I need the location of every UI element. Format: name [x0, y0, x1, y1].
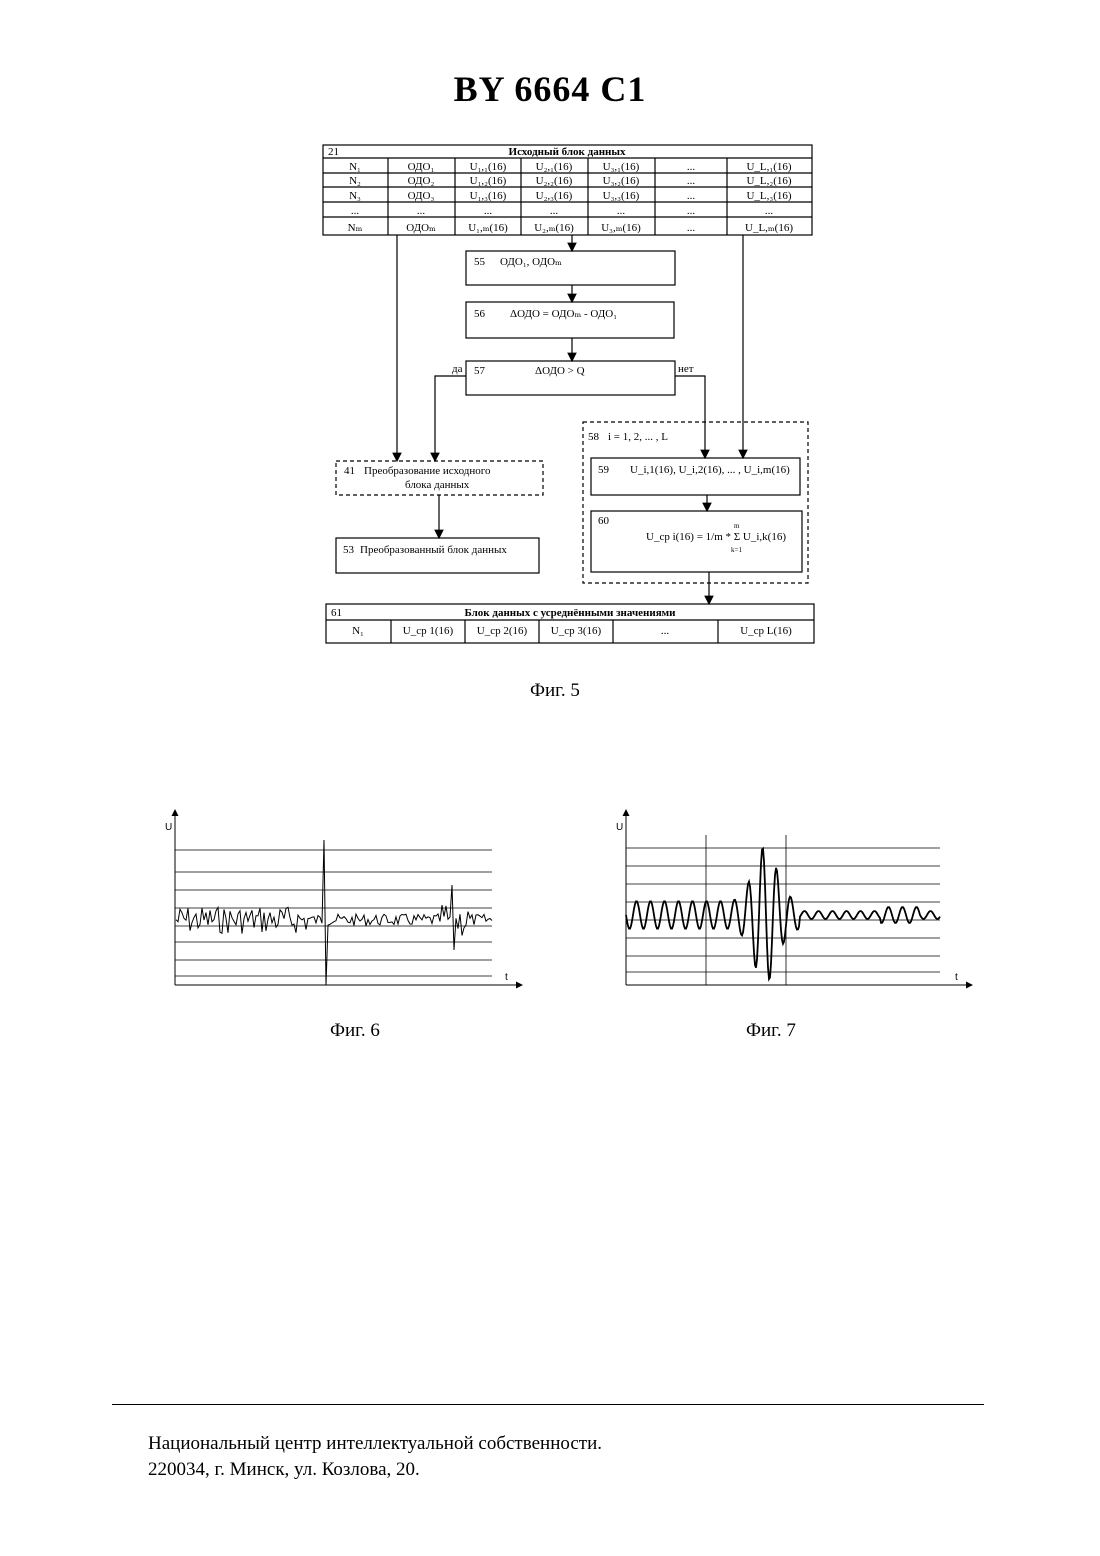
table-21-cell: U_L,₁(16) — [746, 161, 791, 173]
table-21-cell: ОДО₃ — [408, 190, 435, 202]
table-21-cell: U₁,₂(16) — [470, 175, 507, 187]
block-56-number: 56 — [474, 308, 486, 320]
block-58-text: i = 1, 2, ... , L — [608, 431, 668, 443]
table-61-number: 61 — [331, 607, 342, 619]
table-21-cell: ... — [617, 205, 626, 217]
table-61-cell: ... — [661, 625, 670, 637]
block-56-text: ΔОДО = ОДОₘ - ОДО₁ — [510, 308, 617, 320]
table-61-cell: U_cp L(16) — [740, 625, 792, 637]
table-21-cell: N₃ — [349, 190, 361, 202]
table-21-cell: ... — [417, 205, 426, 217]
block-58-loop — [583, 422, 808, 583]
table-21-cell: ОДО₁ — [408, 161, 435, 173]
table-21-cell: ОДОₘ — [406, 222, 436, 234]
fig6-caption: Фиг. 6 — [330, 1020, 380, 1042]
table-21-cell: U_L,₂(16) — [746, 175, 791, 187]
table-21-title: Исходный блок данных — [509, 146, 626, 158]
table-21-cell: U_L,ₘ(16) — [745, 222, 793, 234]
table-21-cell: U₃,₃(16) — [603, 190, 640, 202]
table-21-cell: N₁ — [349, 161, 361, 173]
footer-divider — [112, 1404, 984, 1405]
table-21-cell: ... — [687, 161, 696, 173]
table-21-cell: U₂,₂(16) — [536, 175, 573, 187]
block-60-sum-bottom: k=1 — [731, 546, 742, 554]
table-21-cell: ... — [687, 222, 696, 234]
block-53-number: 53 — [343, 544, 355, 556]
block-60-sum-top: m — [734, 522, 740, 530]
fig7-signal — [626, 849, 940, 979]
block-60-number: 60 — [598, 515, 610, 527]
fig5-caption: Фиг. 5 — [530, 680, 580, 702]
table-21-cell: U₃,₁(16) — [603, 161, 640, 173]
table-21-cell: U₂,ₘ(16) — [534, 222, 574, 234]
block-55-text: ОДО₁, ОДОₘ — [500, 256, 562, 268]
block-53-text: Преобразованный блок данных — [360, 544, 507, 556]
fig7-caption: Фиг. 7 — [746, 1020, 796, 1042]
table-21-number: 21 — [328, 146, 339, 158]
table-21-cell: U₂,₁(16) — [536, 161, 573, 173]
fig6-x-axis-label: t — [505, 972, 508, 983]
footer-line-2: 220034, г. Минск, ул. Козлова, 20. — [148, 1459, 420, 1481]
fig7-y-axis-label: U — [616, 822, 623, 833]
table-21-cell: Nₘ — [348, 222, 363, 234]
block-41-line2: блока данных — [405, 479, 470, 491]
table-21-cell: ... — [351, 205, 360, 217]
table-21-cell: U₃,ₘ(16) — [601, 222, 641, 234]
block-60-formula: U_cp i(16) = 1/m * Σ U_i,k(16) — [646, 531, 786, 543]
fig6-y-axis-label: U — [165, 822, 172, 833]
table-21-cell: ... — [484, 205, 493, 217]
table-61-cell: N₁ — [352, 625, 364, 637]
table-21-cell: N₂ — [349, 175, 361, 187]
block-59-text: U_i,1(16), U_i,2(16), ... , U_i,m(16) — [630, 464, 790, 476]
block-59-number: 59 — [598, 464, 610, 476]
table-61-title: Блок данных с усреднёнными значениями — [465, 607, 677, 619]
block-41-line1: Преобразование исходного — [364, 465, 491, 477]
block-58-number: 58 — [588, 431, 600, 443]
table-61-cell: U_cp 1(16) — [403, 625, 454, 637]
table-21-cell: U_L,₃(16) — [746, 190, 791, 202]
block-57-number: 57 — [474, 365, 486, 377]
table-61-cell: U_cp 2(16) — [477, 625, 528, 637]
fig6-signal — [176, 840, 492, 985]
block-41-number: 41 — [344, 465, 355, 477]
table-21-cell: U₃,₂(16) — [603, 175, 640, 187]
plot-fig6: U t — [150, 800, 530, 1000]
table-21-cell: ОДО₂ — [408, 175, 435, 187]
table-21-cell: U₁,₃(16) — [470, 190, 507, 202]
plot-fig7: U t — [600, 800, 980, 1000]
table-21-cell: U₂,₃(16) — [536, 190, 573, 202]
block-55-number: 55 — [474, 256, 486, 268]
table-21-cell: ... — [550, 205, 559, 217]
table-21-cell: U₁,ₘ(16) — [468, 222, 508, 234]
fig7-x-axis-label: t — [955, 972, 958, 983]
footer-line-1: Национальный центр интеллектуальной собс… — [148, 1433, 602, 1455]
table-61-cells: N₁ U_cp 1(16) U_cp 2(16) U_cp 3(16)... U_cp … — [352, 625, 792, 637]
block-57-text: ΔОДО > Q — [535, 365, 585, 377]
table-61-cell: U_cp 3(16) — [551, 625, 602, 637]
block-55 — [466, 251, 675, 285]
table-21-cell: ... — [687, 190, 696, 202]
table-21-cell: ... — [687, 205, 696, 217]
flowchart-fig5: 21 Исходный блок данных N₁ ОДО₁ U₁,₁(16) U₂… — [0, 0, 1100, 700]
branch-yes-label: да — [452, 363, 463, 375]
branch-no-label: нет — [678, 363, 694, 375]
table-21-cell: ... — [687, 175, 696, 187]
table-21-cell: U₁,₁(16) — [470, 161, 507, 173]
table-21-cell: ... — [765, 205, 774, 217]
